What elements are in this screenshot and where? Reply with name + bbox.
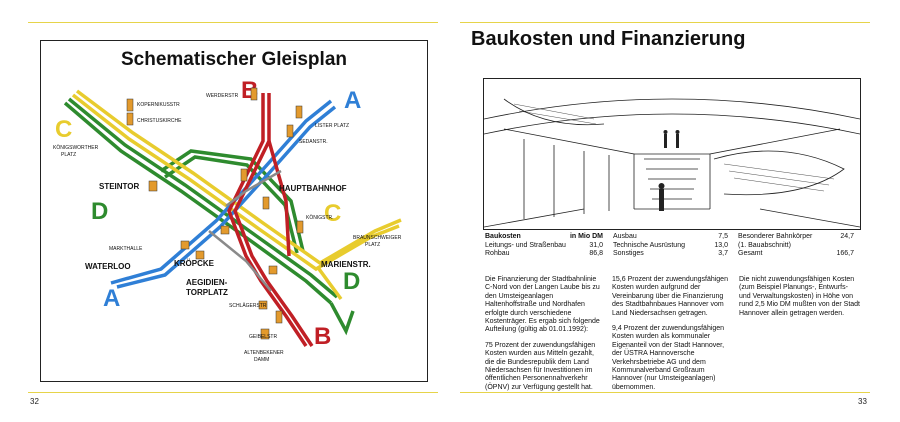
cost-row: Ausbau 7,5 (613, 233, 728, 240)
line-d-label-right: D (343, 268, 360, 295)
line-d-tracks (63, 97, 355, 336)
top-rule-left (28, 22, 438, 23)
line-a-label-bottom: A (103, 285, 120, 312)
station-markthalle: MARKTHALLE (109, 246, 143, 252)
bottom-rule-left (28, 392, 438, 393)
paragraph: 9,4 Prozent der zuwendungsfähigen Kosten… (612, 325, 725, 391)
page-number-right: 33 (858, 397, 867, 406)
station-labels: KOPERNIKUSSTR CHRISTUSKIRCHE KÖNIGSWORTH… (53, 93, 402, 363)
station-kopernikusstr: KOPERNIKUSSTR (137, 102, 180, 108)
cost-column-2: Ausbau 7,5 Technische Ausrüstung 13,0 So… (613, 233, 728, 259)
line-c-tracks (71, 89, 402, 301)
bottom-rule-right (460, 392, 870, 393)
station-sketch-illustration (483, 78, 861, 230)
station-hauptbahnhof: HAUPTBAHNHOF (279, 184, 347, 193)
line-a-label-top: A (344, 87, 361, 114)
cost-row: Sonstiges 3,7 (613, 250, 728, 257)
station-aegidientorplatz: AEGIDIEN- (186, 278, 228, 287)
station-geibelstr: GEIBELSTR (249, 334, 277, 340)
paragraph: Die nicht zuwendungsfähigen Kosten (zum … (739, 276, 860, 317)
cost-header: Baukosten in Mio DM (485, 233, 603, 240)
text-column-2: 15,6 Prozent der zuwendungsfähigen Koste… (612, 276, 729, 399)
track-plan-frame: Schematischer Gleisplan (40, 40, 428, 382)
section-title: Baukosten und Finanzierung (471, 28, 746, 50)
station-sketch (484, 98, 860, 228)
cost-row: Besonderer Bahnkörper 24,7 (738, 233, 854, 240)
cost-column-3: Besonderer Bahnkörper 24,7 (1. Bauabschn… (738, 233, 854, 259)
station-markers (126, 87, 304, 340)
station-braunschweiger: BRAUNSCHWEIGER (353, 235, 402, 241)
gray-tracks (208, 169, 282, 292)
station-marienstr: MARIENSTR. (321, 260, 371, 269)
cost-row: Technische Ausrüstung 13,0 (613, 241, 728, 249)
text-column-1: Die Finanzierung der Stadtbahnlinie C-No… (485, 276, 602, 399)
cost-row: Gesamt 166,7 (738, 250, 854, 257)
line-c-label-right: C (324, 200, 341, 227)
cost-row: Rohbau 86,8 (485, 250, 603, 257)
top-rule-right (460, 22, 870, 23)
station-werderstr: WERDERSTR (206, 93, 239, 99)
track-plan-diagram: A A B B C C D D (53, 77, 402, 363)
station-schlaegerstr: SCHLÄGERSTR (229, 302, 267, 309)
station-altenbekener: ALTENBEKENER (244, 350, 284, 356)
station-lister-platz: LISTER PLATZ (315, 123, 349, 129)
plan-title: Schematischer Gleisplan (121, 49, 347, 70)
paragraph: 75 Prozent der zuwendungsfähigen Kosten … (485, 341, 596, 391)
station-koenigstr: KÖNIGSTR. (306, 214, 334, 221)
page-number-left: 32 (30, 397, 39, 406)
station-braunschweiger-platz: PLATZ (365, 242, 380, 248)
station-altenbekener-damm: DAMM (254, 357, 269, 363)
station-aegidientorplatz-2: TORPLATZ (186, 288, 228, 297)
line-b-label-bottom: B (314, 323, 331, 350)
paragraph: 15,6 Prozent der zuwendungsfähigen Koste… (612, 276, 728, 317)
station-koenigsworther-platz: PLATZ (61, 152, 76, 158)
station-kroepcke: KRÖPCKE (174, 259, 215, 268)
text-column-3: Die nicht zuwendungsfähigen Kosten (zum … (739, 276, 861, 325)
cost-column-1: Baukosten in Mio DM Leitungs- und Straße… (485, 233, 603, 259)
station-christuskirche: CHRISTUSKIRCHE (137, 118, 182, 124)
station-koenigsworther: KÖNIGSWORTHER (53, 144, 99, 151)
cost-row: (1. Bauabschnitt) (738, 241, 791, 249)
paragraph: Die Finanzierung der Stadtbahnlinie C-No… (485, 276, 600, 334)
cost-row: Leitungs- und Straßenbau 31,0 (485, 241, 603, 249)
station-steintor: STEINTOR (99, 182, 140, 191)
station-sedanstr: SEDANSTR. (299, 139, 328, 145)
line-c-label-left: C (55, 116, 72, 143)
line-d-label-left: D (91, 198, 108, 225)
line-b-tracks (227, 93, 314, 347)
station-waterloo: WATERLOO (85, 262, 131, 271)
